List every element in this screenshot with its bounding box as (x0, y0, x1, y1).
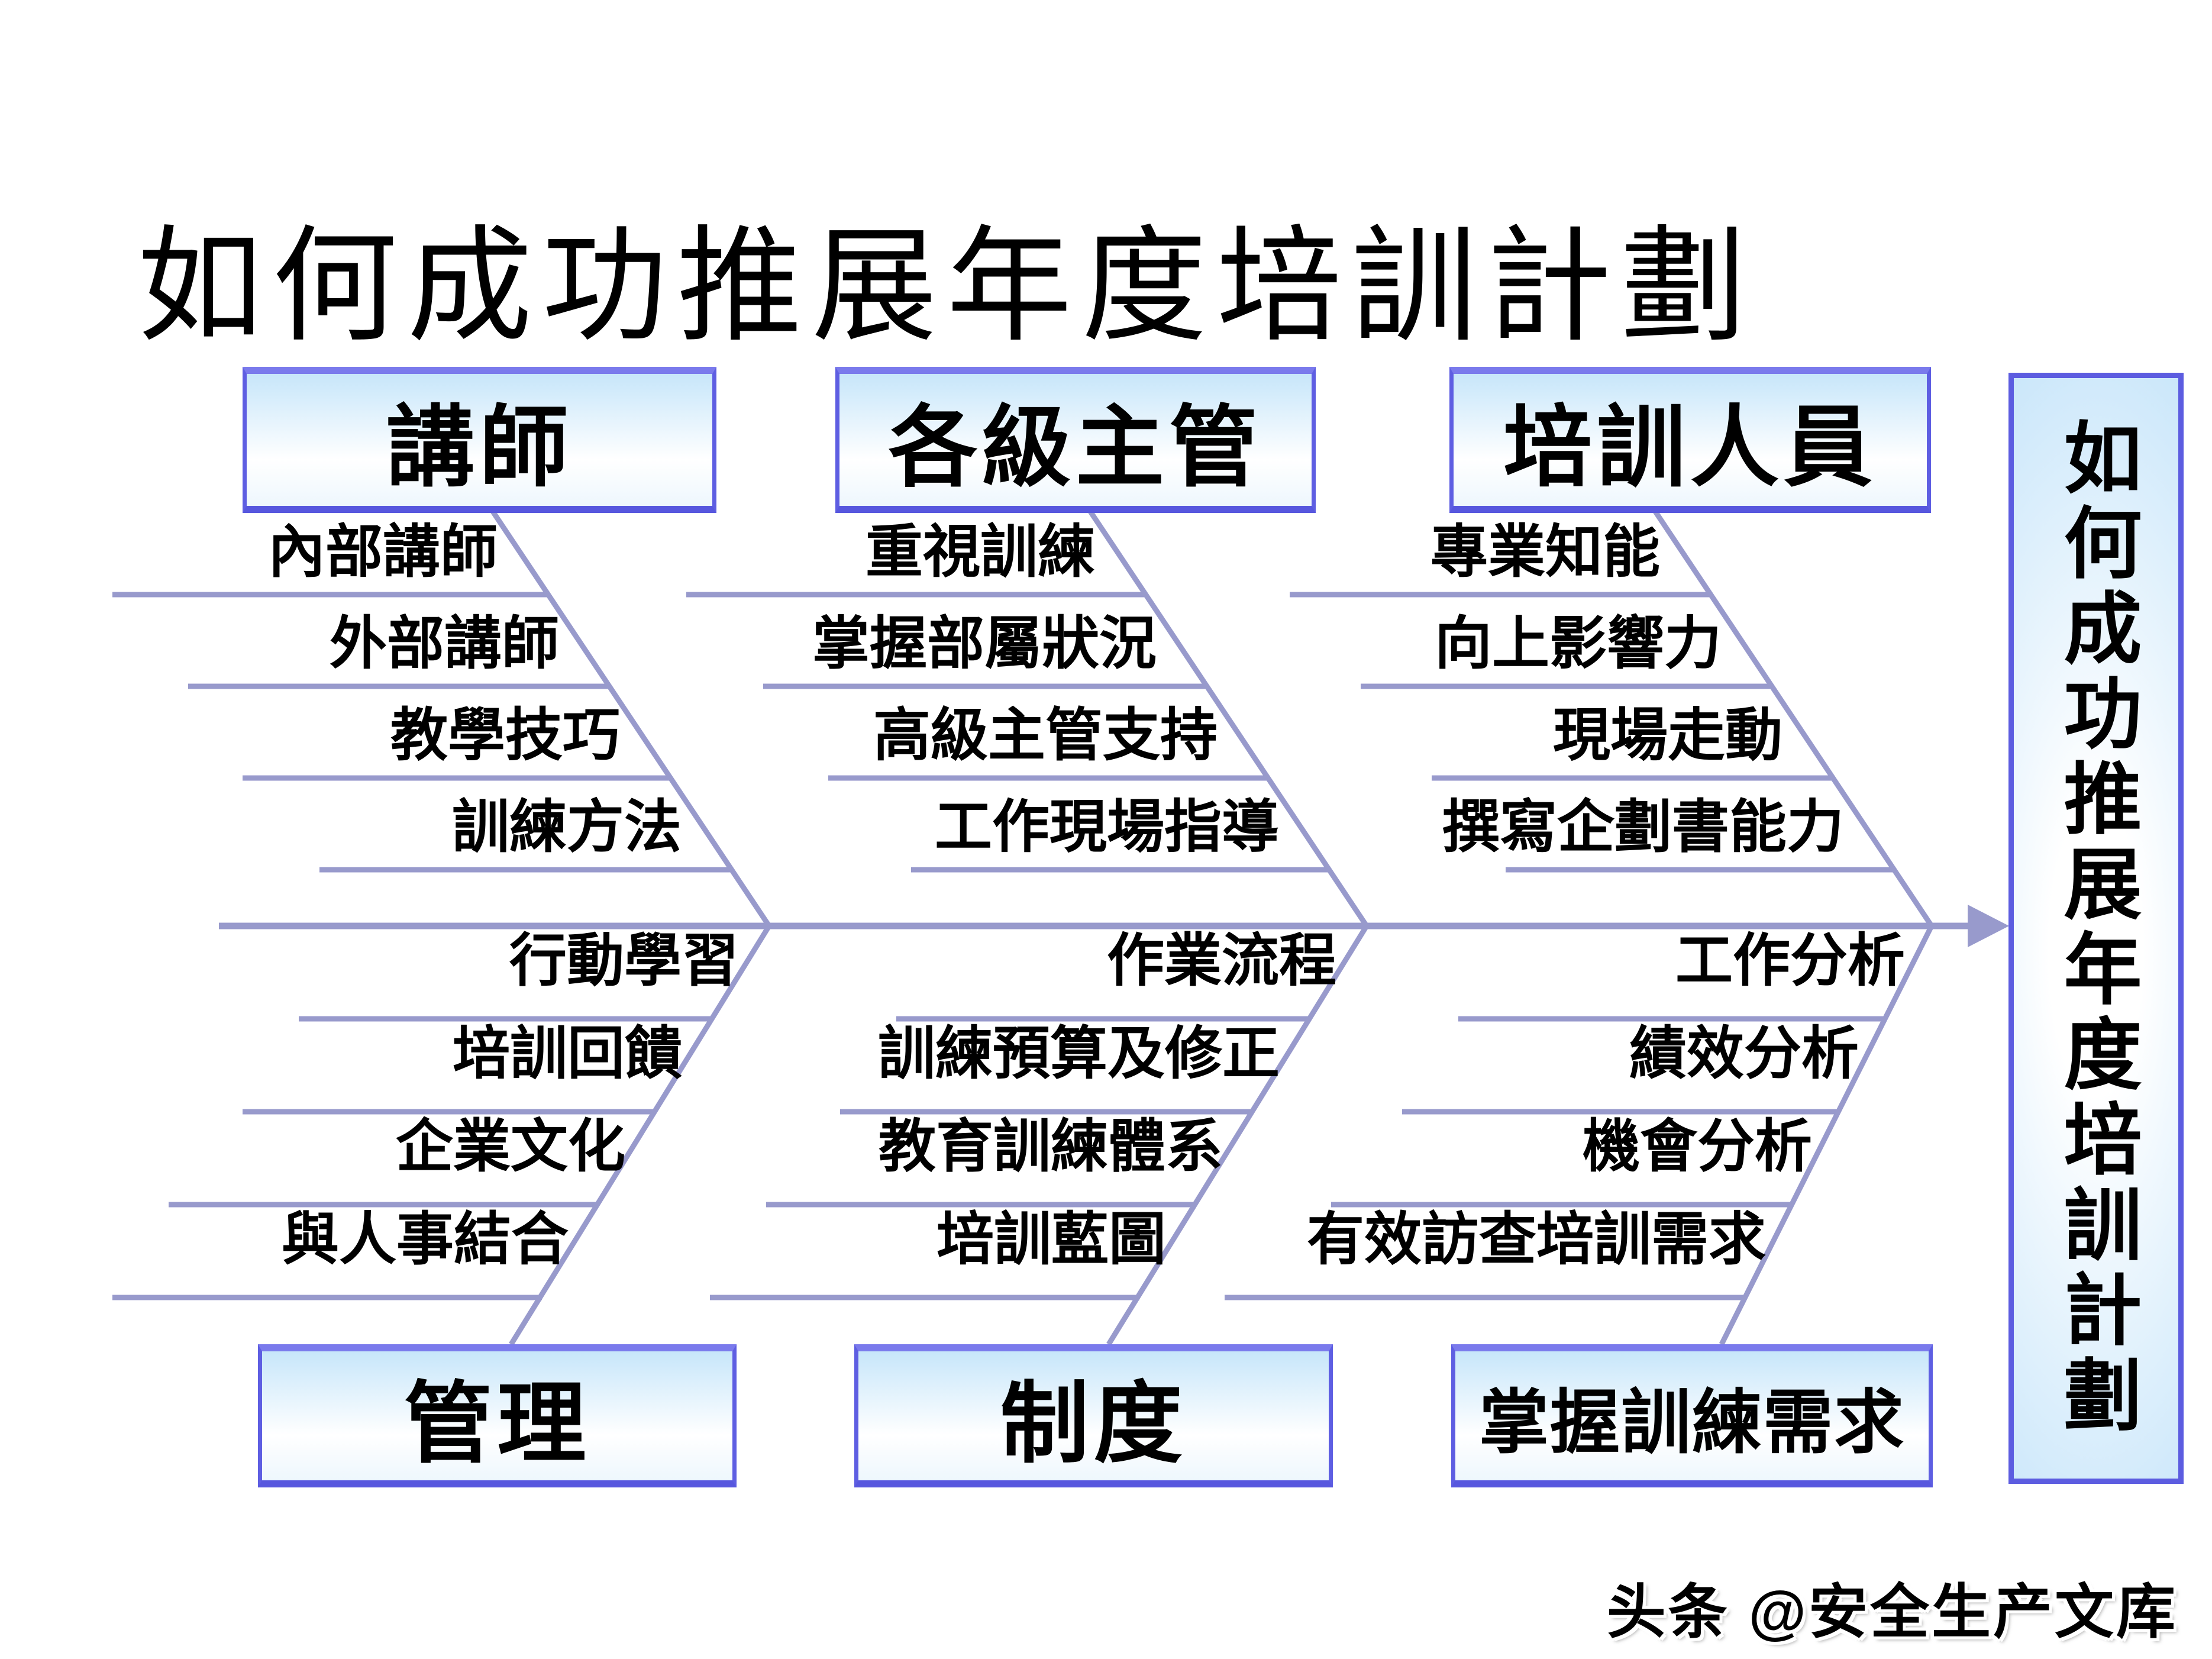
category-label: 掌握訓練需求 (1478, 1383, 1905, 1462)
cause-label: 外部講師 (330, 611, 559, 676)
cause-label: 教育訓練體系 (879, 1113, 1223, 1179)
cause-label: 行動學習 (509, 928, 739, 993)
category-box-trainers: 培訓人員 (1449, 367, 1931, 513)
bone-diagonal (1080, 498, 1369, 928)
category-box-system: 制度 (854, 1344, 1333, 1487)
cause-label: 掌握部屬狀況 (812, 611, 1157, 676)
cause-label: 工作現場指導 (935, 794, 1279, 859)
cause-label: 工作分析 (1675, 928, 1905, 993)
cause-label: 有效訪查培訓需求 (1307, 1206, 1766, 1271)
cause-label: 現場走動 (1553, 702, 1782, 767)
cause-label: 訓練預算及修正 (878, 1021, 1280, 1086)
cause-label: 績效分析 (1629, 1021, 1859, 1086)
category-box-training-needs: 掌握訓練需求 (1451, 1344, 1933, 1487)
bone-diagonal (1719, 924, 1935, 1346)
bone-diagonal (509, 924, 771, 1346)
effect-label: 如何成功推展年度培訓計劃 (2053, 417, 2140, 1439)
watermark: 头条 @安全生产文库 (1606, 1579, 2178, 1645)
cause-label: 內部講師 (268, 519, 498, 584)
spine-arrow-icon (1968, 905, 2009, 947)
category-box-management: 管理 (258, 1344, 737, 1487)
category-label: 制度 (1000, 1373, 1187, 1473)
effect-box: 如何成功推展年度培訓計劃 (2008, 373, 2184, 1484)
cause-label: 撰寫企劃書能力 (1442, 794, 1844, 859)
category-label: 培訓人員 (1503, 398, 1877, 497)
category-box-managers: 各級主管 (835, 367, 1316, 513)
cause-label: 重視訓練 (866, 519, 1095, 584)
category-box-lecturers: 講師 (243, 367, 716, 513)
category-label: 管理 (403, 1373, 591, 1473)
cause-label: 教學技巧 (390, 702, 620, 767)
bone-diagonal (483, 498, 771, 928)
cause-label: 作業流程 (1107, 928, 1336, 993)
page-title: 如何成功推展年度培訓計劃 (137, 218, 1756, 357)
category-label: 講師 (386, 398, 573, 497)
category-label: 各級主管 (888, 398, 1262, 497)
cause-label: 企業文化 (396, 1113, 625, 1179)
cause-label: 機會分析 (1583, 1113, 1812, 1179)
cause-label: 向上影響力 (1435, 611, 1722, 676)
cause-label: 訓練方法 (452, 794, 682, 859)
cause-label: 專業知能 (1430, 519, 1660, 584)
cause-label: 培訓藍圖 (937, 1206, 1166, 1271)
cause-label: 高級主管支持 (873, 702, 1218, 767)
bone-diagonal (1645, 498, 1934, 928)
bone-diagonal (1106, 924, 1369, 1346)
cause-label: 與人事結合 (282, 1206, 569, 1271)
cause-label: 培訓回饋 (453, 1021, 682, 1086)
